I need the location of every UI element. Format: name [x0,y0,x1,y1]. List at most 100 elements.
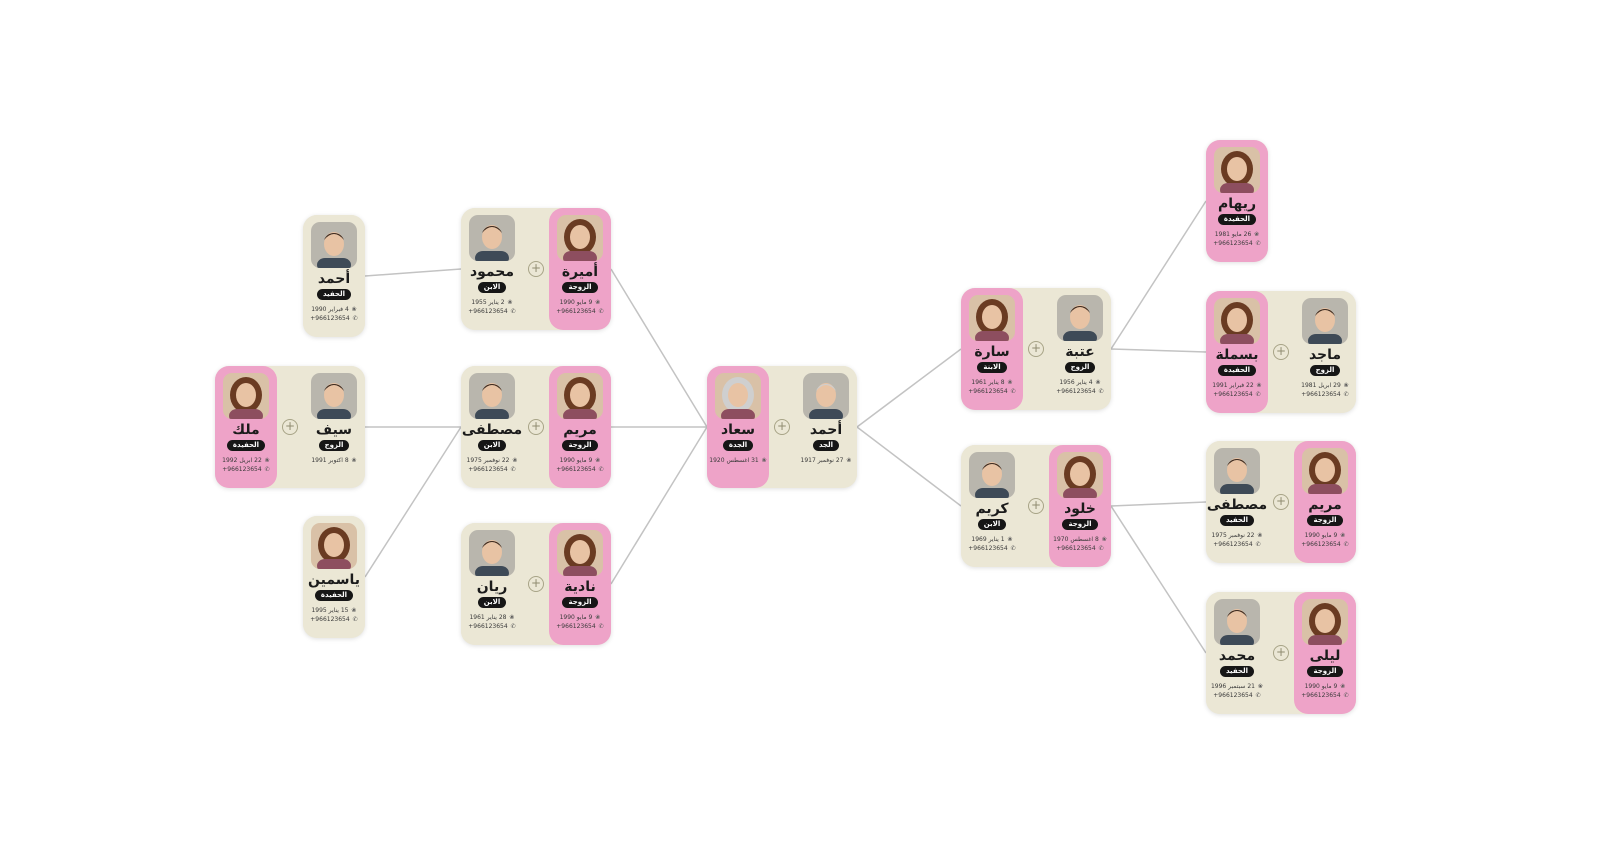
granddaughter-photo [1214,147,1260,193]
birth-date: 27 نوفمبر 1917 [800,457,844,464]
relation-badge: الجدة [722,440,754,451]
birth-date: 29 ابريل 1981 [1301,382,1341,389]
cake-icon: ❀ [351,607,357,614]
person-details: 9 مايو 1990❀+966123654✆ [1297,531,1353,549]
wife-photo [1057,452,1103,498]
add-member-button[interactable]: + [1023,445,1049,567]
wife-photo [557,215,603,261]
add-member-button[interactable]: + [1268,441,1294,563]
person-name: ملك [232,422,260,438]
grandson-photo [311,222,357,268]
son-photo [469,530,515,576]
add-member-button[interactable]: + [1023,288,1049,410]
relation-badge: الابن [477,440,507,451]
phone-row: +966123654✆ [1209,239,1265,248]
person-details: 22 نوفمبر 1975❀+966123654✆ [464,456,520,474]
plus-circle-icon: + [1273,494,1289,510]
grandmother-photo [715,373,761,419]
relation-badge: الزوجة [1062,519,1098,530]
birth-date-row: 8 يناير 1961❀ [964,378,1020,387]
birth-date: 15 يناير 1995 [311,607,349,614]
relation-badge: الزوج [1309,365,1341,376]
phone-icon: ✆ [1343,541,1349,548]
relation-badge: الزوجة [562,440,598,451]
person-details: 8 اغسطس 1970❀+966123654✆ [1052,535,1108,553]
phone-row: +966123654✆ [964,544,1020,553]
plus-circle-icon: + [528,576,544,592]
add-member-button[interactable]: + [1268,291,1294,413]
add-member-button[interactable]: + [523,208,549,330]
relation-badge: الابنة [977,362,1007,373]
phone-icon: ✆ [510,308,516,315]
tree-link [610,426,708,585]
phone-icon: ✆ [598,466,604,473]
add-member-button[interactable]: + [523,366,549,488]
add-member-button[interactable]: + [277,366,303,488]
birth-date: 26 مايو 1981 [1214,231,1252,238]
add-member-button[interactable]: + [769,366,795,488]
wife-photo [1302,448,1348,494]
person-name: ريان [476,579,508,595]
person-name: أحمد [809,422,843,438]
phone-row: +966123654✆ [1297,390,1353,399]
person-details: 9 مايو 1990❀+966123654✆ [552,456,608,474]
add-member-button[interactable]: + [1268,592,1294,714]
person-name: ياسمين [308,572,360,588]
tree-link [1110,200,1207,350]
birth-date-row: 22 ابريل 1992❀ [218,456,274,465]
relation-badge: الحفيدة [314,590,354,601]
phone-row: +966123654✆ [464,465,520,474]
son-photo [469,215,515,261]
add-member-button[interactable]: + [523,523,549,645]
relation-badge: الزوج [1064,362,1096,373]
birth-date-row: 15 يناير 1995❀ [306,606,362,615]
cake-icon: ❀ [509,614,515,621]
phone-icon: ✆ [1010,545,1016,552]
relation-badge: الزوجة [1307,515,1343,526]
person-details: 2 يناير 1955❀+966123654✆ [464,298,520,316]
birth-date: 8 اغسطس 1970 [1053,536,1099,543]
phone-icon: ✆ [1098,545,1104,552]
phone-icon: ✆ [598,623,604,630]
phone-icon: ✆ [1255,541,1261,548]
birth-date: 2 يناير 1955 [471,299,505,306]
phone-icon: ✆ [1255,391,1261,398]
phone-icon: ✆ [352,315,358,322]
daughter-photo [969,295,1015,341]
phone-icon: ✆ [1098,388,1104,395]
person-details: 28 يناير 1961❀+966123654✆ [464,613,520,631]
phone-number: +966123654 [1213,240,1253,247]
phone-icon: ✆ [1343,391,1349,398]
relation-badge: الابن [477,282,507,293]
cake-icon: ❀ [351,306,357,313]
phone-row: +966123654✆ [1209,540,1265,549]
